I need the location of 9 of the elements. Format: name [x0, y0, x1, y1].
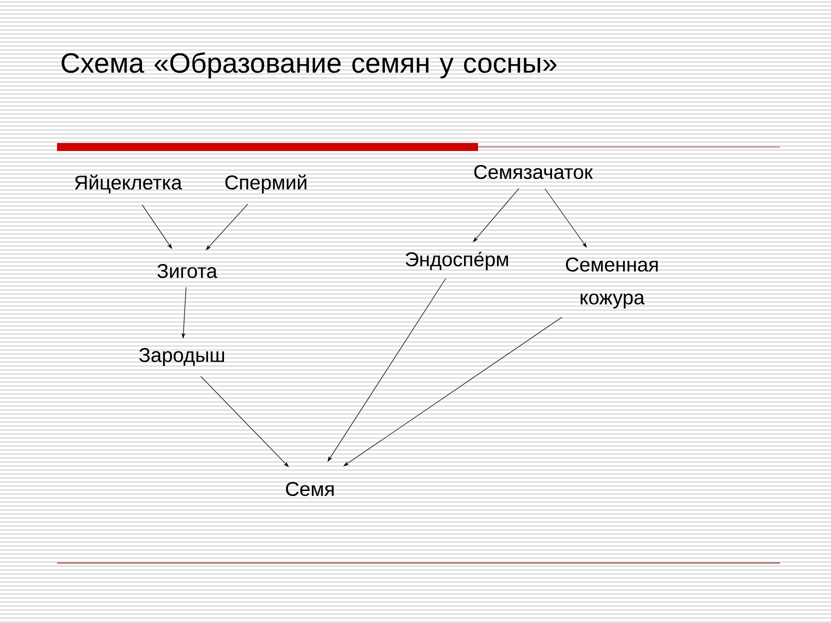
node-label: Семенная кожура: [566, 258, 658, 308]
node-label: Зигота: [157, 264, 218, 278]
title: Схема «Образование семян у сосны»: [62, 52, 556, 78]
node-label: Семя: [286, 482, 334, 496]
node-label: Яйцеклетка: [74, 174, 182, 194]
node-label: Семязачаток: [474, 164, 593, 180]
node-label: Зародыш: [139, 348, 224, 366]
node-label: Спермий: [225, 174, 306, 194]
node-label: Эндоспе́рм: [406, 252, 508, 270]
